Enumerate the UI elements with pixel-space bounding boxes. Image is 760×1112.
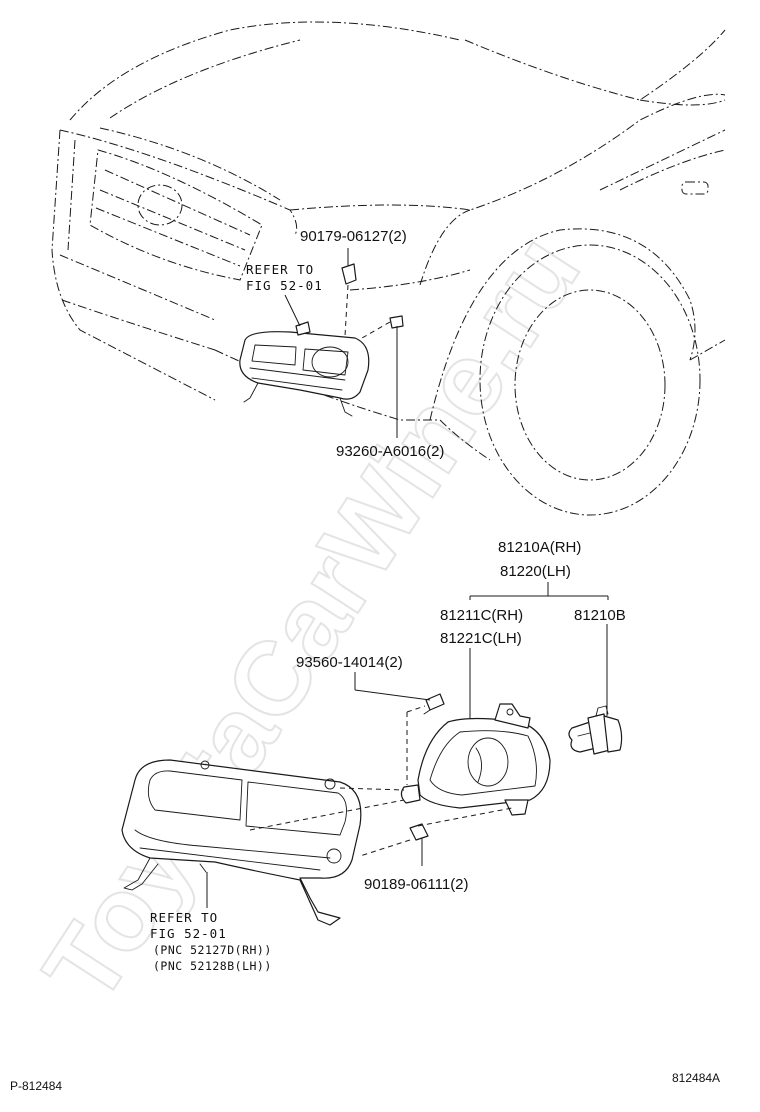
label-pnc-52127d-rh: (PNC 52127D(RH)) bbox=[153, 943, 272, 957]
footer-right-code: 812484A bbox=[672, 1071, 720, 1085]
label-refer-to-top: REFER TO bbox=[246, 262, 314, 277]
label-refer-to-bottom: REFER TO bbox=[150, 910, 218, 925]
screw-93560-14014 bbox=[354, 672, 445, 785]
clip-90179-top bbox=[341, 248, 357, 285]
label-93260-a6016: 93260-A6016(2) bbox=[336, 443, 444, 460]
label-90179-06127: 90179-06127(2) bbox=[300, 228, 407, 245]
label-81221c-lh: 81221C(LH) bbox=[440, 630, 522, 647]
screw-refer-top bbox=[284, 294, 311, 336]
fog-lamp-bulb bbox=[568, 705, 623, 755]
vehicle-front-outline bbox=[51, 21, 726, 516]
screw-93260-top bbox=[361, 315, 404, 438]
label-fig-52-01-top: FIG 52-01 bbox=[246, 278, 323, 293]
label-81220-lh: 81220(LH) bbox=[500, 563, 571, 580]
footer-left-code: P-812484 bbox=[10, 1079, 62, 1093]
label-93560-14014: 93560-14014(2) bbox=[296, 654, 403, 671]
label-81210b: 81210B bbox=[574, 607, 626, 624]
fog-lamp-unit bbox=[400, 703, 551, 816]
label-fig-52-01-bottom: FIG 52-01 bbox=[150, 926, 227, 941]
clip-90189-06111 bbox=[359, 807, 513, 866]
assembly-leader-lines bbox=[469, 582, 609, 725]
label-81210a-rh: 81210A(RH) bbox=[498, 539, 581, 556]
label-81211c-rh: 81211C(RH) bbox=[440, 607, 523, 624]
label-90189-06111: 90189-06111(2) bbox=[364, 876, 469, 893]
fog-lamp-cover-top bbox=[239, 331, 370, 417]
fog-lamp-cover-bottom bbox=[121, 759, 405, 926]
label-pnc-52128b-lh: (PNC 52128B(LH)) bbox=[153, 959, 272, 973]
